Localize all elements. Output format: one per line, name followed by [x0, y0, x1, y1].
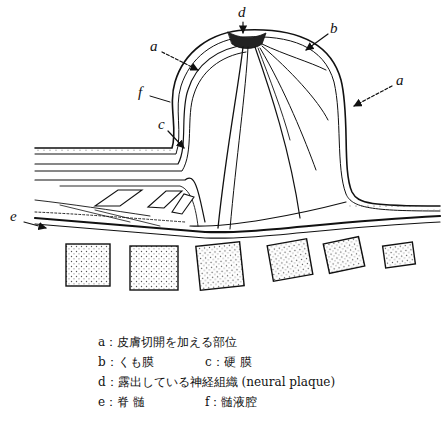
key-entry: e：脊 髄: [98, 396, 145, 410]
callout-letter: a: [396, 72, 404, 89]
callout-letter: c: [158, 116, 165, 133]
callout-letter: d: [238, 4, 246, 21]
callout-letter: e: [10, 208, 17, 225]
callout-letter: a: [150, 38, 158, 55]
callout-letter: b: [330, 20, 338, 37]
key-entry: a：皮膚切開を加える部位: [98, 336, 237, 350]
key-entry: f：髄液腔: [205, 396, 257, 410]
key-entry: d：露出している神経組織 (neural plaque): [98, 376, 335, 390]
key-entry: c：硬 膜: [205, 356, 252, 370]
key-entry: b：くも膜: [98, 356, 154, 370]
callout-letter: f: [138, 84, 142, 101]
